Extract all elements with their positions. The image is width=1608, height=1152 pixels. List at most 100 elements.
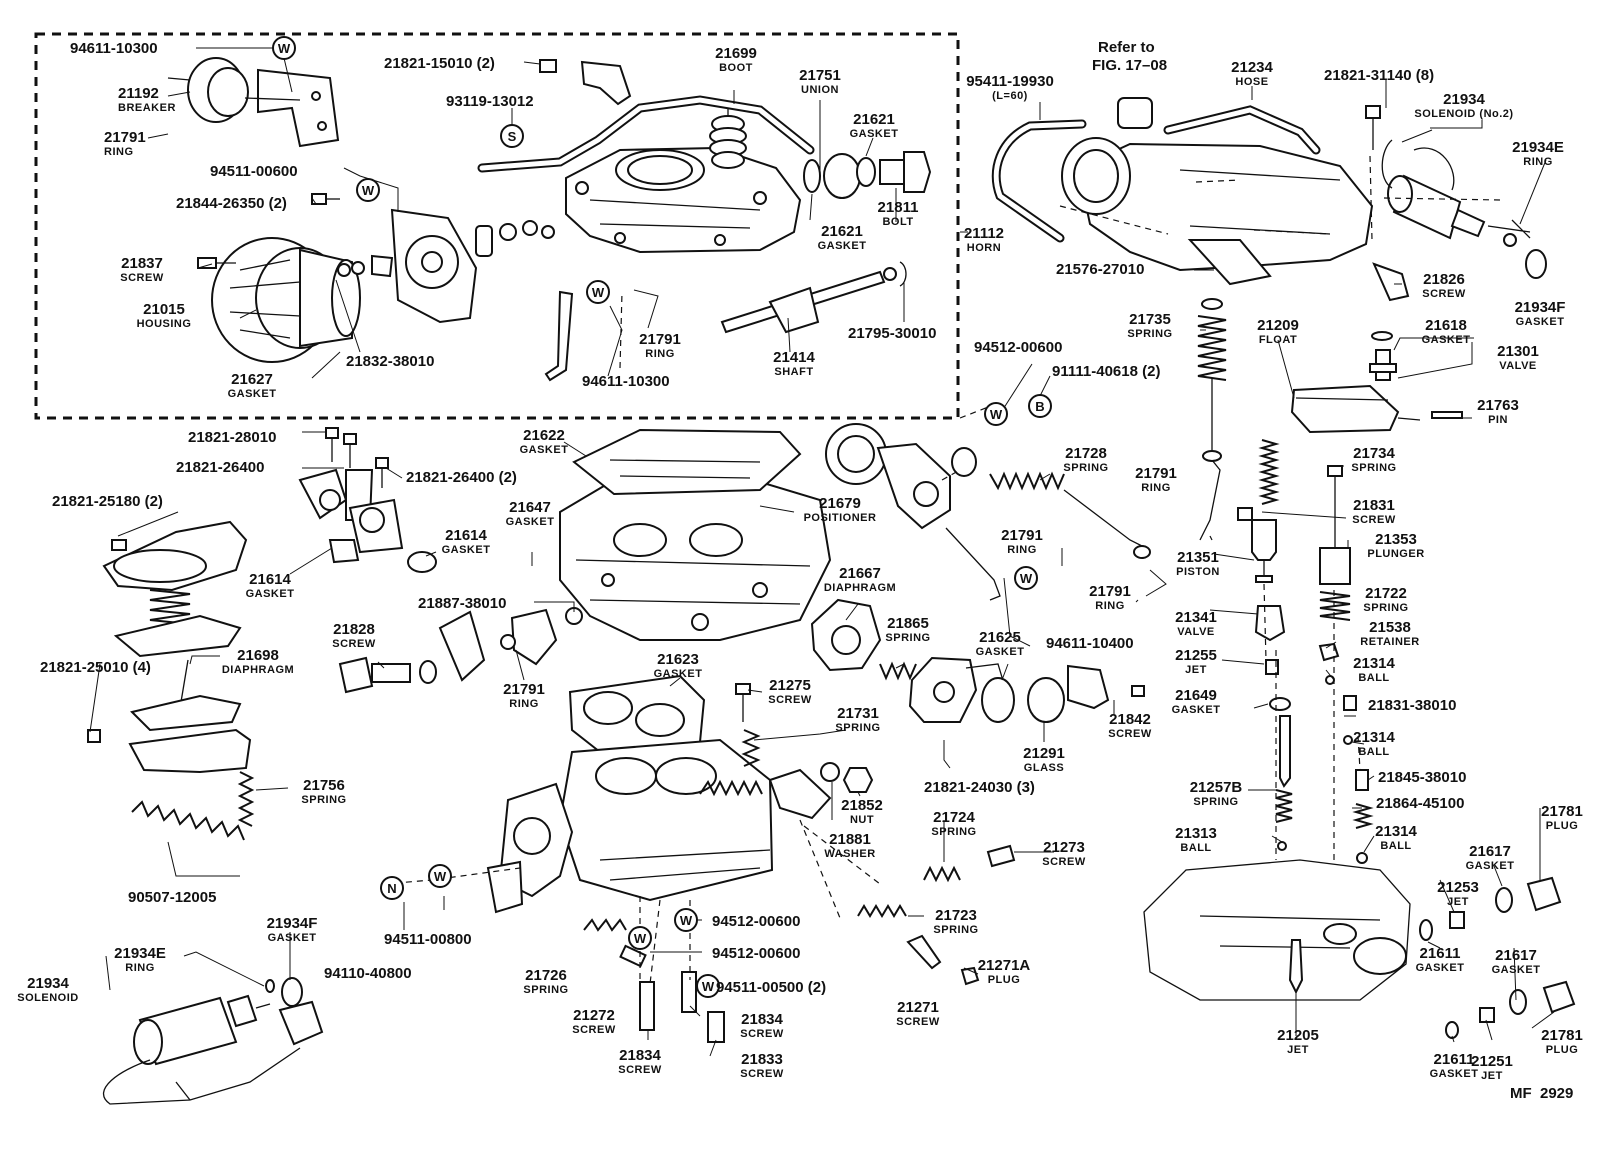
part-name: NUT (850, 814, 874, 826)
svg-text:W: W (702, 979, 715, 994)
part-number: 21791 (1001, 527, 1043, 544)
part-label: 94611-10400 (1046, 635, 1134, 652)
part-number: 21627 (231, 371, 273, 388)
svg-text:W: W (990, 407, 1003, 422)
part-name: VALVE (1177, 626, 1215, 638)
part-label: 21832-38010 (346, 353, 434, 370)
part-name: PLUNGER (1367, 548, 1424, 560)
part-name: DIAPHRAGM (824, 582, 896, 594)
part-number: 21205 (1277, 1027, 1319, 1044)
part-name: GASKET (246, 588, 295, 600)
part-name: SPRING (1363, 602, 1408, 614)
part-name: GASKET (1466, 860, 1515, 872)
float-bowl-part (1143, 859, 1411, 1001)
part-number: 21833 (741, 1051, 783, 1068)
part-number: 21781 (1541, 803, 1583, 820)
part-number: 21821-25180 (2) (52, 493, 163, 510)
choke-housing-part (908, 656, 1005, 723)
part-label: 21887-38010 (418, 595, 506, 612)
part-name: GASKET (1172, 704, 1221, 716)
part-name: GASKET (1516, 316, 1565, 328)
part-label: 21831-38010 (1368, 697, 1456, 714)
ball-21314-c (1356, 852, 1368, 864)
leader-lines (89, 47, 1555, 1057)
part-number: 21844-26350 (2) (176, 195, 287, 212)
figure-code: MF 2929 (1510, 1085, 1573, 1102)
part-name: GASKET (506, 516, 555, 528)
part-name: SPRING (301, 794, 346, 806)
part-number: 21722 (1365, 585, 1407, 602)
shaft-part (720, 261, 907, 334)
part-name: GASKET (1416, 962, 1465, 974)
part-number: 21887-38010 (418, 595, 506, 612)
part-number: 94511-00500 (2) (716, 979, 826, 996)
gasket-21611-b (1445, 1021, 1459, 1039)
spring-throttle-adjust (699, 779, 763, 797)
part-name: SCREW (572, 1024, 616, 1036)
part-number: 21351 (1177, 549, 1219, 566)
part-labels: 94611-1030021192BREAKER21791RING21821-15… (17, 40, 1583, 1082)
part-label: 94110-40800 (324, 965, 412, 982)
part-number: 21251 (1471, 1053, 1513, 1070)
part-name: SPRING (885, 632, 930, 644)
part-number: 21576-27010 (1056, 261, 1144, 278)
washer-21881 (820, 762, 840, 782)
part-name: SPRING (1127, 328, 1172, 340)
part-label: 21821-31140 (8) (1324, 67, 1434, 84)
jet-21205 (1288, 939, 1304, 995)
part-name: GASKET (1422, 334, 1471, 346)
part-number: 21621 (853, 111, 895, 128)
part-name: PIN (1488, 414, 1508, 426)
jet-21257b (1279, 715, 1291, 788)
solenoid-no2-part (1381, 139, 1547, 279)
part-name: JET (1447, 896, 1469, 908)
plug-21781-b (1542, 980, 1576, 1014)
marker-w: W (1014, 566, 1038, 590)
marker-w: W (628, 926, 652, 950)
jet-21253 (1449, 911, 1465, 929)
part-number: 21015 (143, 301, 185, 318)
part-label: 21844-26350 (2) (176, 195, 287, 212)
marker-w: W (696, 974, 720, 998)
spring-21723 (857, 904, 907, 918)
part-number: 21253 (1437, 879, 1479, 896)
part-number: 21731 (837, 705, 879, 722)
part-number: 21291 (1023, 745, 1065, 762)
part-number: 21828 (333, 621, 375, 638)
screw-21821-31140 (1365, 105, 1381, 119)
gasket-21622 (572, 428, 802, 496)
jet-21255 (1265, 659, 1279, 675)
part-name: RING (1095, 600, 1125, 612)
svg-text:W: W (1020, 571, 1033, 586)
gasket-21649 (1269, 697, 1291, 711)
part-number: 21837 (121, 255, 163, 272)
glass-21291 (1027, 677, 1065, 723)
